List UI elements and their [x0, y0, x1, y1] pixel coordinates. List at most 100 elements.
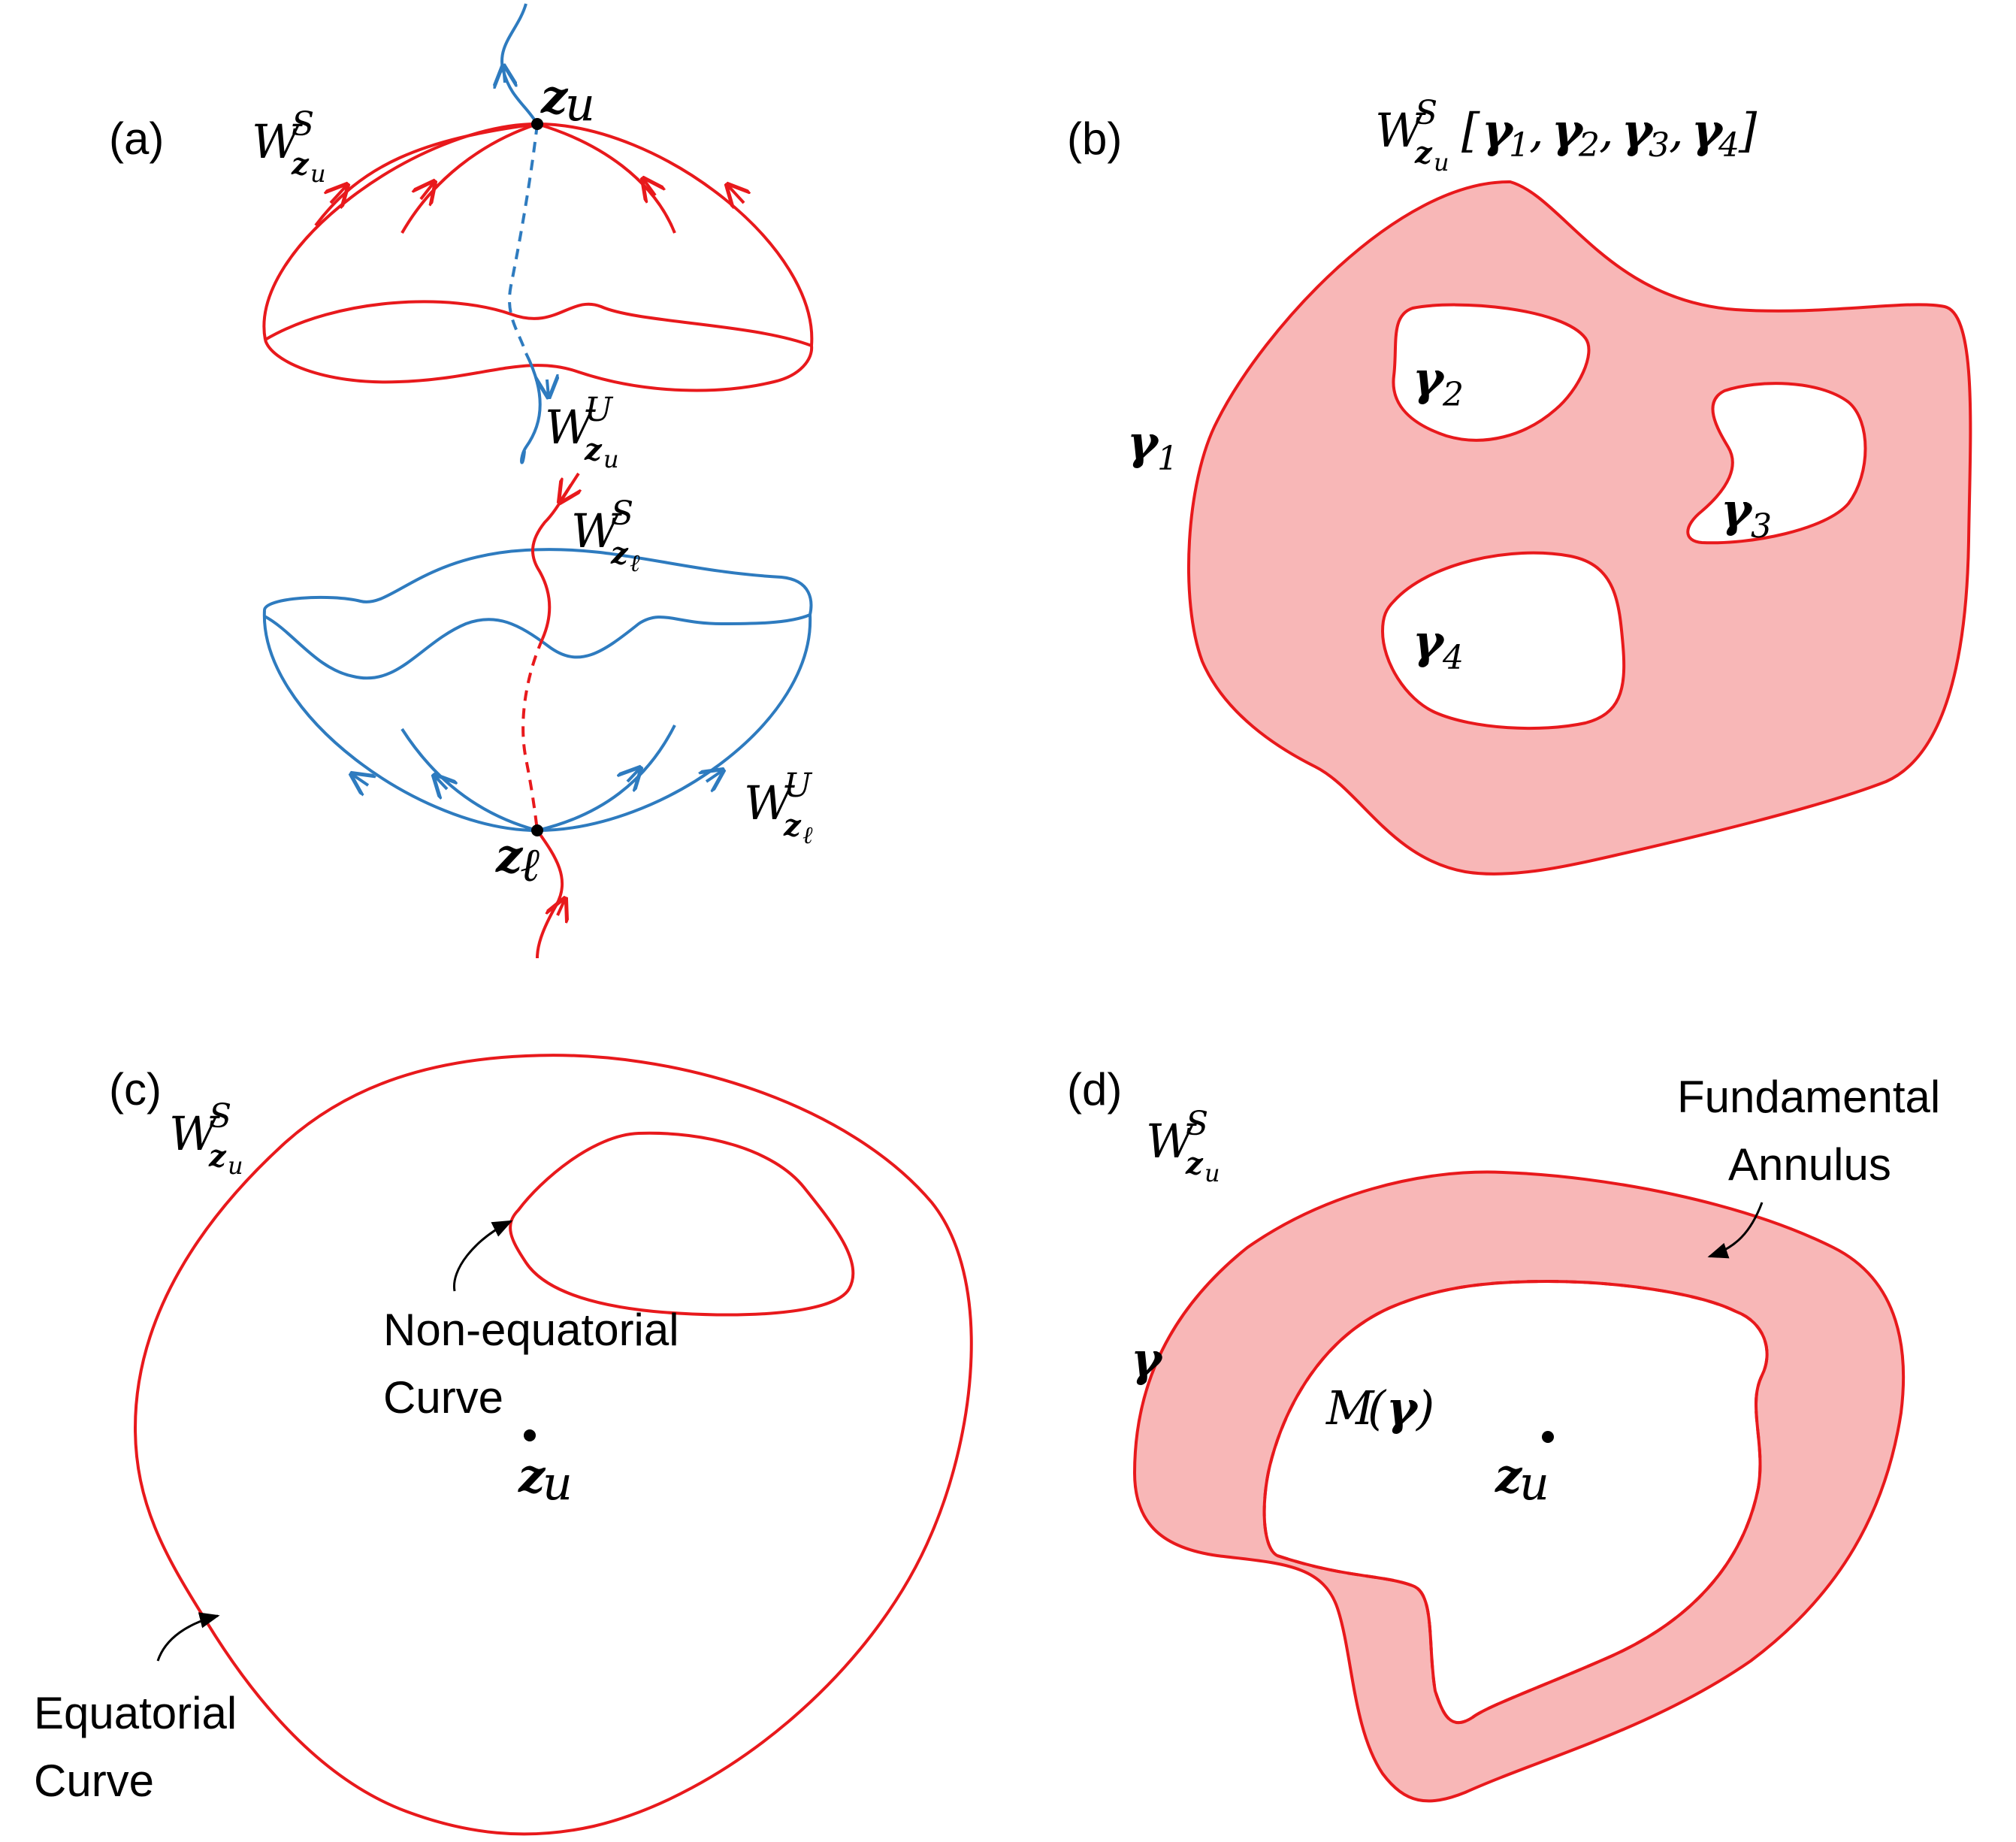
non-equatorial-label-line1: Non-equatorial — [383, 1305, 679, 1355]
sym-W: W — [169, 1106, 220, 1161]
sym-W: W — [545, 400, 596, 455]
equatorial-curve — [133, 1054, 973, 1836]
label-W-S-zell-a: W S z ℓ — [571, 495, 640, 577]
sym-W: W — [744, 776, 795, 830]
sym-u: u — [543, 1456, 573, 1511]
fundamental-label-line2: Annulus — [1728, 1139, 1891, 1190]
sym-S: S — [292, 105, 314, 144]
sym-z: z — [540, 69, 569, 124]
sym-u: u — [1434, 148, 1449, 177]
label-W-U-zu-a: W U z u — [545, 391, 619, 473]
point-z-ell — [531, 824, 543, 836]
point-z-u-c — [524, 1429, 536, 1441]
sym-z: z — [584, 432, 603, 467]
point-z-u-d — [1542, 1431, 1554, 1443]
label-z-u-a: z u — [540, 69, 595, 132]
lower-stable-bottom-head — [558, 899, 565, 915]
comma-3: , — [1669, 103, 1684, 158]
idx: 3 — [1751, 507, 1772, 546]
sym-S: S — [1415, 94, 1437, 132]
sym-U: U — [585, 391, 614, 429]
idx: 2 — [1442, 376, 1464, 414]
sym-U: U — [784, 767, 813, 805]
upper-unstable-curve-dashed — [508, 123, 539, 354]
idx: 4 — [1442, 639, 1464, 677]
hole-gamma-3 — [1686, 382, 1867, 545]
label-gamma-d: γ — [1131, 1332, 1164, 1387]
sym-M: M — [1325, 1381, 1375, 1435]
sym-gamma-2: γ — [1552, 103, 1585, 158]
fundamental-label-line1: Fundamental — [1677, 1072, 1940, 1122]
sym-W: W — [1375, 103, 1426, 158]
label-W-U-zell-a: W U z ℓ — [744, 767, 813, 849]
sym-z: z — [291, 147, 310, 182]
sym-gamma-3: γ — [1622, 103, 1655, 158]
equatorial-label-line1: Equatorial — [34, 1688, 237, 1738]
upper-unstable-top-head — [503, 66, 505, 83]
idx: 1 — [1157, 440, 1178, 478]
lower-stable-top-head — [560, 485, 571, 502]
hole-gamma-2 — [1392, 303, 1591, 442]
dome-meridian-right — [536, 122, 676, 234]
lower-bowl-inner-left-head — [434, 776, 447, 789]
lower-bowl-outline — [262, 609, 812, 833]
comma-1: , — [1529, 103, 1544, 158]
bracket-close: ] — [1738, 103, 1758, 158]
idx-1: 1 — [1509, 126, 1530, 165]
lower-bowl-left-head — [352, 774, 368, 785]
label-gamma-3: γ 3 — [1721, 482, 1772, 546]
panel-d: (d) W S z u z u M ( γ ) γ Fundamental An… — [1067, 1064, 1940, 1803]
sym-gamma-4: γ — [1691, 103, 1724, 158]
panel-d-label: (d) — [1067, 1064, 1122, 1115]
label-W-s-zu-a: W S z u — [252, 105, 326, 188]
upper-dome-outline — [262, 122, 814, 346]
panel-a-label: (a) — [109, 113, 164, 164]
panel-c: (c) W S z u z u Non-equatorial Curve Equ… — [34, 1054, 973, 1836]
label-z-ell-a: z ℓ — [495, 828, 540, 892]
dome-meridian-left — [400, 122, 538, 234]
idx-2: 2 — [1578, 126, 1600, 165]
sym-z: z — [610, 536, 629, 571]
label-z-u-c: z u — [518, 1448, 573, 1511]
non-equatorial-label-line2: Curve — [383, 1372, 503, 1423]
lower-stable-dashed — [521, 638, 544, 831]
sym-u: u — [603, 445, 619, 473]
label-W-S-zu-c: W S z u — [169, 1097, 243, 1180]
sym-gamma: γ — [1386, 1381, 1419, 1435]
idx-3: 3 — [1649, 126, 1670, 165]
sym-gamma: γ — [1127, 415, 1160, 470]
sym-z: z — [208, 1139, 227, 1174]
sym-gamma: γ — [1413, 351, 1446, 406]
sym-z: z — [783, 808, 802, 843]
sym-W: W — [571, 504, 622, 558]
sym-z: z — [1495, 1448, 1523, 1503]
dome-arrow-right-outer-head — [727, 185, 744, 203]
dome-meridian-right-head — [643, 179, 655, 195]
hole-gamma-4 — [1380, 551, 1626, 730]
sym-z: z — [518, 1448, 546, 1503]
equatorial-pointer — [156, 1612, 220, 1662]
lower-bowl-meridian-left — [400, 727, 538, 832]
upper-unstable-curve-bottom — [520, 352, 542, 464]
lower-bowl-right-head — [706, 770, 723, 782]
dome-arrow-left-outer-head — [331, 185, 347, 203]
dome-meridian-left-head — [421, 182, 434, 199]
upper-unstable-curve-top — [500, 3, 539, 126]
panel-b: (b) W S z u [ γ 1 , γ 2 , γ 3 , γ 4 ] γ … — [1067, 94, 1972, 876]
lower-bowl-rim — [263, 548, 813, 680]
sym-S: S — [611, 495, 633, 533]
sym-ell: ℓ — [630, 549, 640, 577]
point-z-u — [531, 118, 543, 130]
non-equatorial-pointer — [452, 1220, 513, 1292]
lower-bowl-meridian-right — [536, 724, 676, 832]
sym-gamma: γ — [1721, 482, 1754, 537]
label-gamma-1: γ 1 — [1127, 415, 1178, 478]
sym-u: u — [565, 77, 595, 132]
sym-z: z — [1185, 1146, 1204, 1181]
paren-open: ( — [1368, 1381, 1387, 1435]
non-equatorial-curve — [509, 1131, 855, 1317]
bracket-open: [ — [1461, 103, 1480, 158]
panel-b-label: (b) — [1067, 113, 1122, 164]
panel-a: (a) W S z u z u W U z — [109, 3, 814, 959]
